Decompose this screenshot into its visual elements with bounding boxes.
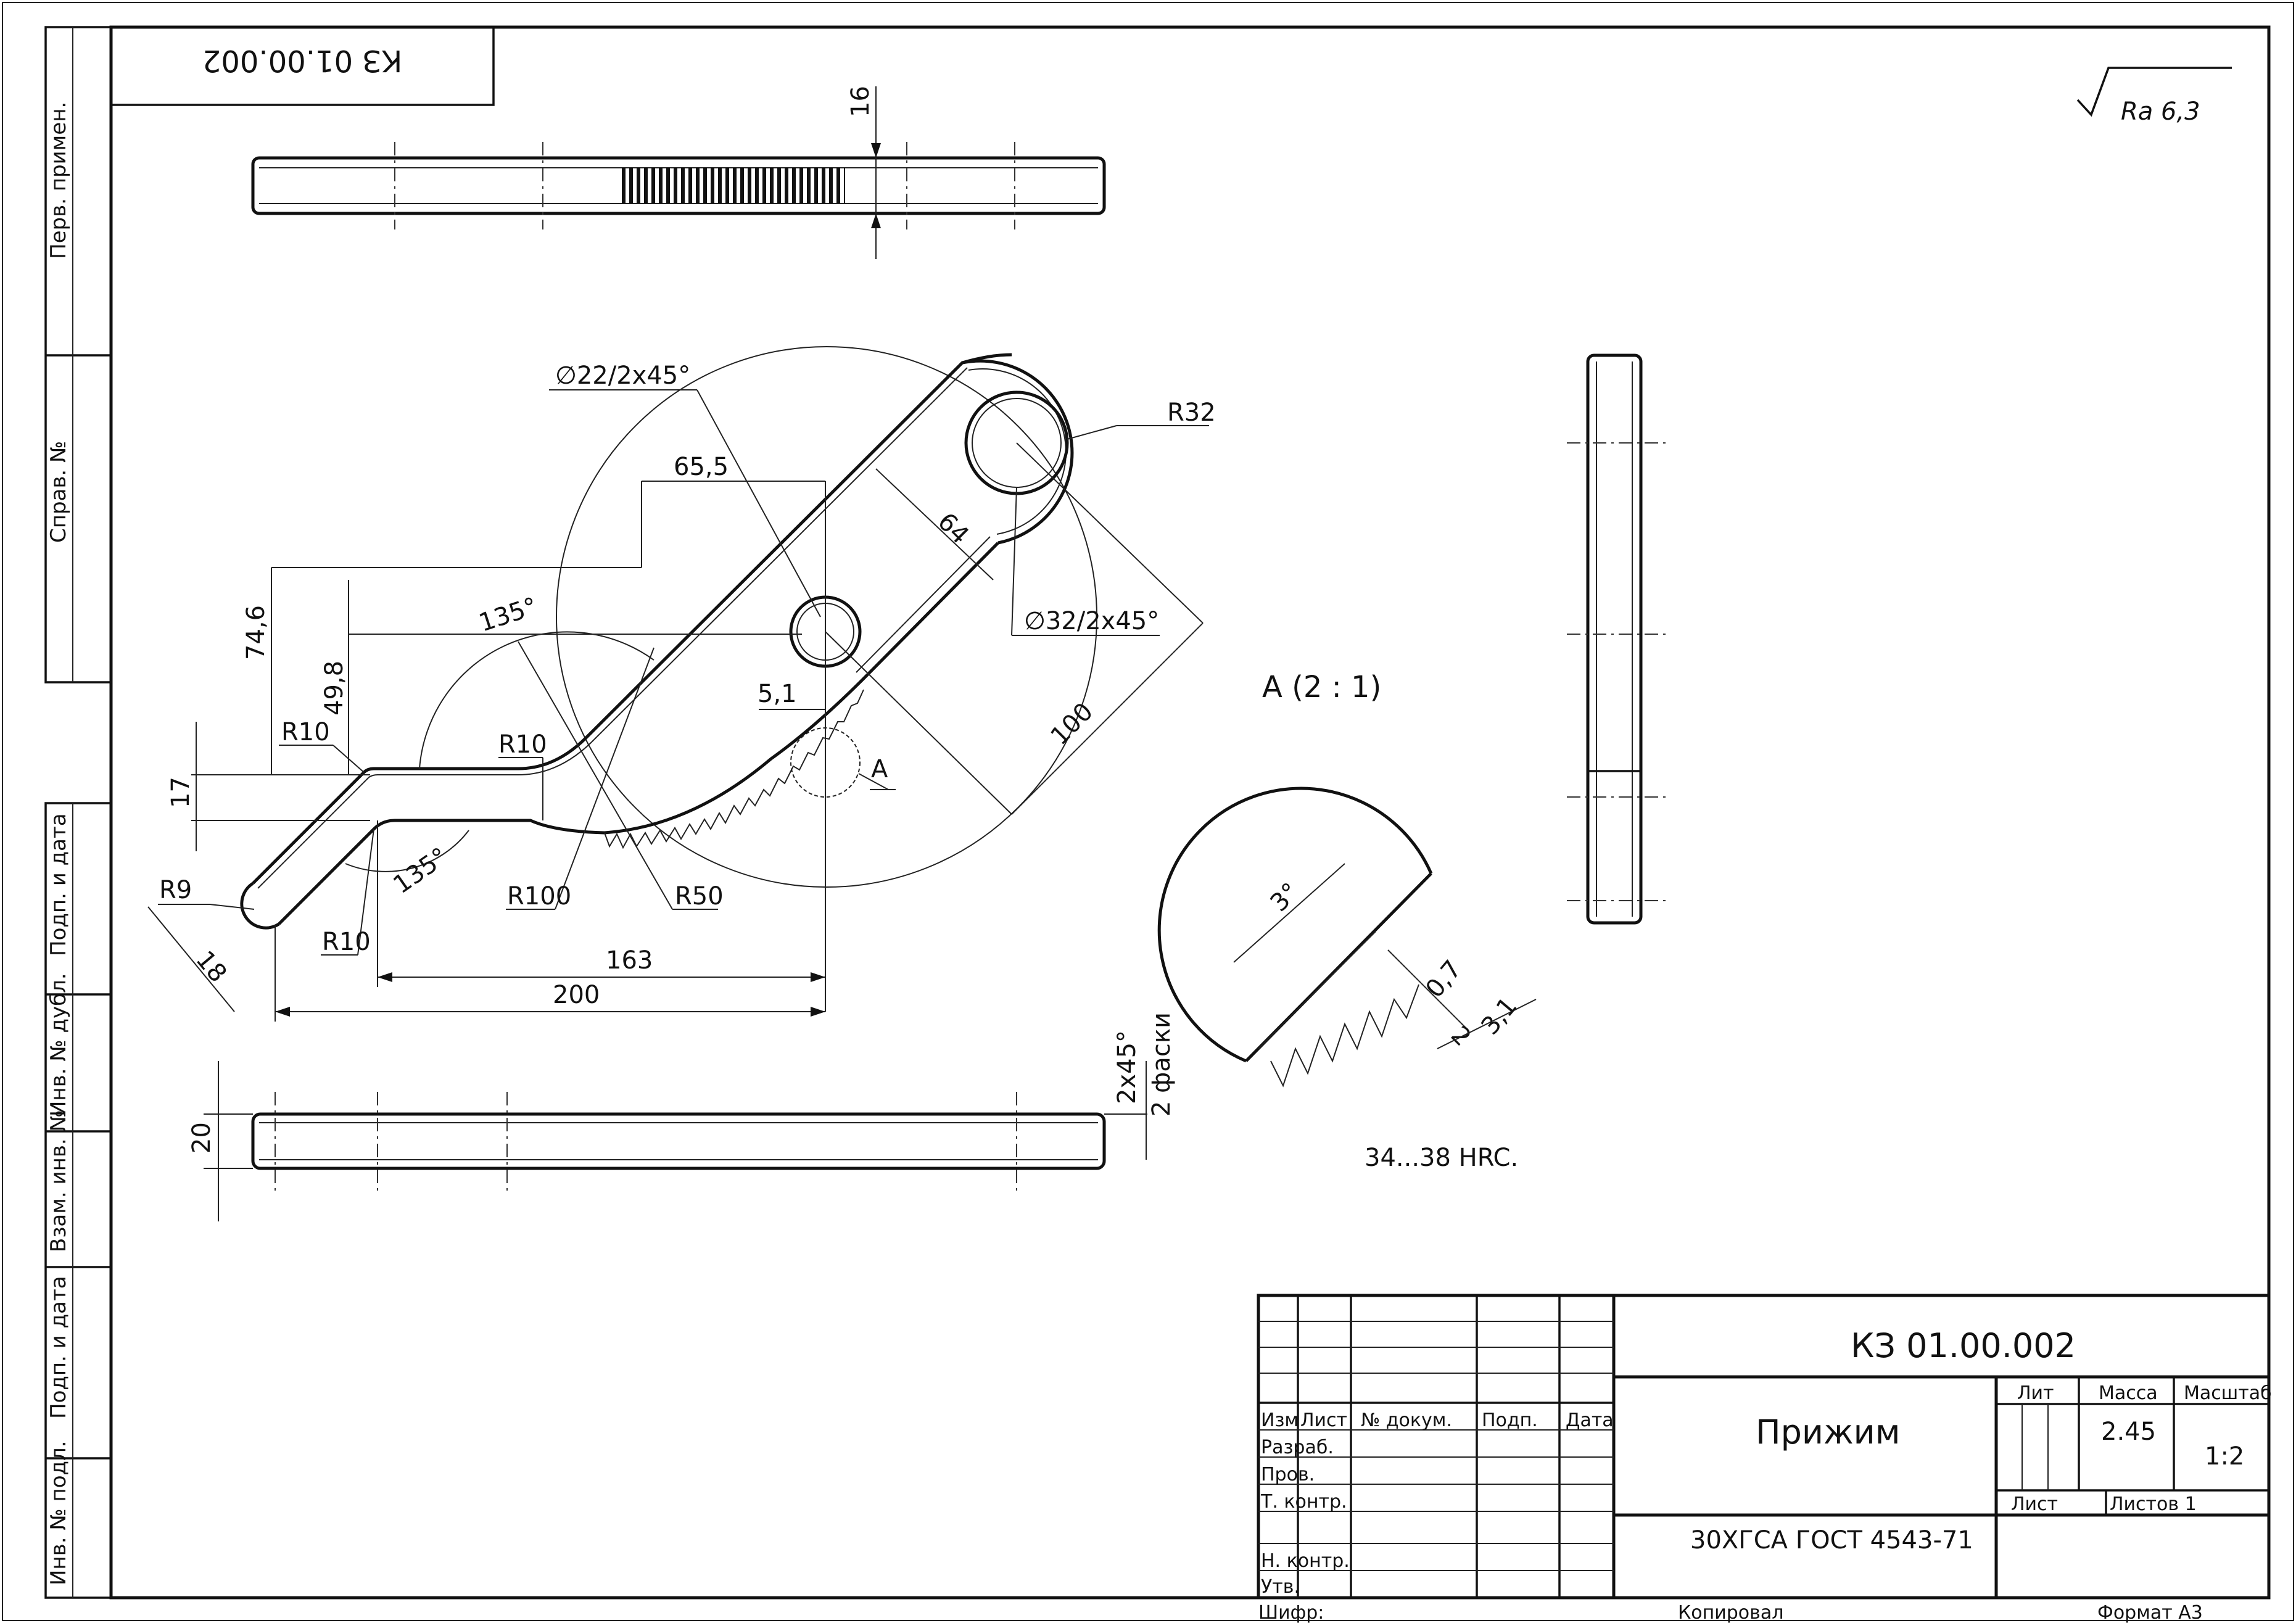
footer-copied: Копировал xyxy=(1678,1602,1783,1623)
roughness-symbol: Ra 6,3 xyxy=(2076,67,2232,126)
dim-r100: R100 xyxy=(507,882,571,911)
dim-hole-32: ∅32/2x45° xyxy=(1024,607,1159,635)
tb-row-nkontr: Н. контр. xyxy=(1261,1550,1350,1572)
dim-746: 74,6 xyxy=(242,605,270,660)
dim-200: 200 xyxy=(553,981,600,1009)
tb-part-name: Прижим xyxy=(1756,1413,1900,1452)
detail-marker-a: А xyxy=(871,755,888,783)
tb-designation: КЗ 01.00.002 xyxy=(1851,1326,2076,1365)
tb-sheet-label: Лист xyxy=(2011,1493,2058,1515)
dim-r10-a: R10 xyxy=(281,718,330,746)
tb-scale-label: Масштаб xyxy=(2184,1382,2272,1404)
dim-chamfer: 2x45° xyxy=(1113,1030,1141,1104)
code-box-top xyxy=(110,26,495,106)
margin-label-inv-dubl: Инв. № дубл. xyxy=(46,973,71,1117)
margin-label-sprav: Справ. № xyxy=(46,441,71,543)
dim-64: 64 xyxy=(932,508,975,550)
footer-format: Формат А3 xyxy=(2097,1602,2203,1623)
hardness-note: 34...38 HRC. xyxy=(1365,1144,1518,1172)
tb-col-podp: Подп. xyxy=(1482,1410,1538,1431)
dim-hole-22: ∅22/2x45° xyxy=(555,361,690,390)
dim-r9: R9 xyxy=(159,876,192,904)
dim-18: 18 xyxy=(190,946,232,988)
margin-label-inv-podl: Инв. № подл. xyxy=(46,1440,71,1585)
dim-17: 17 xyxy=(167,777,195,808)
top-edge-view: 16 xyxy=(251,86,1106,259)
dim-100: 100 xyxy=(1046,698,1099,751)
roughness-value: Ra 6,3 xyxy=(2121,97,2200,126)
tb-scale-value: 1:2 xyxy=(2205,1442,2244,1471)
margin-label-perv: Перв. примен. xyxy=(46,102,71,259)
side-view xyxy=(1567,353,1666,925)
dim-r32: R32 xyxy=(1167,399,1216,427)
tb-sheets-label: Листов 1 xyxy=(2110,1493,2197,1515)
tb-mass-value: 2.45 xyxy=(2101,1418,2156,1446)
dim-r10-c: R10 xyxy=(322,928,371,956)
tb-col-list: Лист xyxy=(1300,1410,1347,1431)
tb-lit-label: Лит xyxy=(2017,1382,2054,1404)
dim-163: 163 xyxy=(606,946,653,975)
detail-dim-31: 3,1 xyxy=(1476,992,1522,1040)
detail-view-label: А (2 : 1) xyxy=(1262,670,1381,704)
detail-angle-3: 3° xyxy=(1265,877,1305,917)
tb-col-docum: № докум. xyxy=(1361,1410,1452,1431)
margin-label-podp2: Подп. и дата xyxy=(46,1276,71,1419)
dim-20: 20 xyxy=(188,1122,216,1154)
tooth-row xyxy=(604,689,864,849)
tb-row-prov: Пров. xyxy=(1261,1464,1315,1485)
main-view-dimensions: ∅22/2x45° R32 65,5 74,6 49,8 135° 64 ∅32… xyxy=(147,361,1216,1022)
dim-angle-upper: 135° xyxy=(476,592,541,638)
dim-chamfer-note: 2 фаски xyxy=(1147,1012,1176,1117)
margin-label-podp1: Подп. и дата xyxy=(46,813,71,956)
tb-col-izm: Изм xyxy=(1261,1410,1299,1431)
bottom-edge-view: 20 2x45° 2 фаски xyxy=(188,1012,1176,1221)
dim-r10-b: R10 xyxy=(498,730,547,759)
detail-dim-07: 0,7 xyxy=(1420,955,1467,1003)
tb-row-razrab: Разраб. xyxy=(1261,1437,1334,1458)
tb-mass-label: Масса xyxy=(2099,1382,2158,1404)
dim-top-16: 16 xyxy=(846,86,875,117)
title-block: Изм Лист № докум. Подп. Дата Разраб. Про… xyxy=(1257,1294,2272,1600)
tb-col-data: Дата xyxy=(1566,1410,1614,1431)
inverted-code: КЗ 01.00.002 xyxy=(202,43,402,78)
knurl-hatching xyxy=(620,168,845,204)
tb-row-tkontr: Т. контр. xyxy=(1260,1491,1347,1513)
dim-angle-lower: 135° xyxy=(388,842,453,899)
footer-cipher: Шифр: xyxy=(1258,1602,1324,1623)
tb-row-utv: Утв. xyxy=(1261,1576,1300,1598)
dim-655: 65,5 xyxy=(674,453,729,481)
left-margin-strip: Перв. примен. Справ. № Подп. и дата Инв.… xyxy=(44,26,112,1599)
margin-label-vzam: Взам. инв. № xyxy=(46,1110,71,1252)
dim-r50: R50 xyxy=(675,882,724,911)
dim-51: 5,1 xyxy=(758,680,797,708)
dim-498: 49,8 xyxy=(320,661,349,716)
detail-view-a: А (2 : 1) 3° 0,7 2 3,1 34...38 HRC. xyxy=(1157,670,1537,1172)
main-view-part: А xyxy=(240,346,1097,930)
tb-material: 30ХГСА ГОСТ 4543-71 xyxy=(1690,1526,1973,1555)
